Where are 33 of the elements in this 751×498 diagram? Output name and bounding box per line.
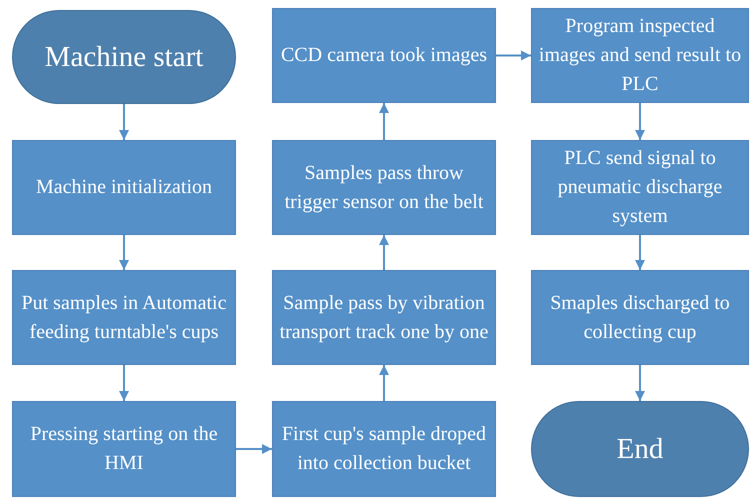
node-text: Samples pass throw trigger sensor on the belt <box>284 160 484 214</box>
arrow <box>119 104 129 140</box>
node-text: PLC send signal to pneumatic discharge system <box>556 146 724 229</box>
node-text: Pressing starting on the HMI <box>29 422 219 476</box>
arrow <box>496 50 531 60</box>
node-text: End <box>616 434 664 464</box>
process-box <box>12 270 236 365</box>
process-box <box>531 270 749 365</box>
node-text: Put samples in Automatic feeding turntable's cups <box>20 290 228 344</box>
node-text: First cup's sample droped into collection bucket <box>280 422 488 476</box>
arrow <box>635 235 645 270</box>
node-text: Smaples discharged to collecting cup <box>549 290 731 344</box>
process-box <box>531 140 749 235</box>
arrow <box>379 365 389 401</box>
process-box <box>272 8 496 103</box>
arrow <box>119 365 129 401</box>
arrow <box>379 103 389 140</box>
process-box <box>12 140 236 235</box>
arrow <box>635 365 645 401</box>
process-box <box>12 401 236 497</box>
node-text: Machine start <box>44 42 204 72</box>
process-box <box>531 8 749 103</box>
arrow <box>635 103 645 140</box>
process-box <box>272 401 496 497</box>
arrow <box>379 235 389 270</box>
node-text: Sample pass by vibration transport track one by one <box>278 290 490 344</box>
node-text: CCD camera took images <box>280 43 488 68</box>
arrow <box>236 444 272 454</box>
node-text: Program inspected images and send result to PLC <box>538 14 742 97</box>
node-text: Machine initialization <box>36 175 212 200</box>
arrow <box>119 235 129 270</box>
process-box <box>272 270 496 365</box>
process-box <box>272 140 496 235</box>
